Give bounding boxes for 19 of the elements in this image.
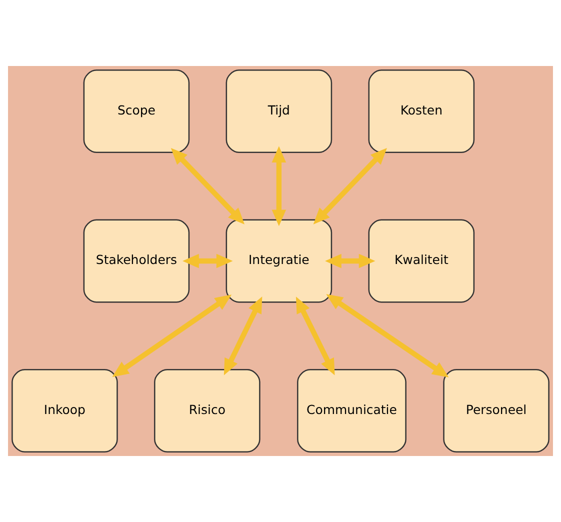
node-box: Stakeholders bbox=[83, 219, 190, 303]
node-box: Personeel bbox=[443, 369, 550, 452]
node-box: Kosten bbox=[368, 70, 475, 153]
arrow bbox=[170, 148, 245, 224]
node-box: Communicatie bbox=[297, 369, 406, 452]
node-box: Kwaliteit bbox=[368, 219, 475, 303]
arrow bbox=[272, 146, 286, 226]
arrow bbox=[182, 254, 233, 268]
arrow bbox=[313, 148, 387, 224]
arrow bbox=[224, 296, 262, 376]
arrow bbox=[296, 296, 335, 376]
arrow bbox=[325, 254, 376, 268]
node-box: Scope bbox=[83, 70, 190, 153]
node-box: Integratie bbox=[226, 219, 332, 303]
arrow bbox=[112, 294, 232, 377]
node-box: Risico bbox=[154, 369, 260, 452]
node-box: Tijd bbox=[226, 70, 332, 153]
arrow bbox=[326, 294, 449, 378]
node-box: Inkoop bbox=[12, 369, 118, 452]
